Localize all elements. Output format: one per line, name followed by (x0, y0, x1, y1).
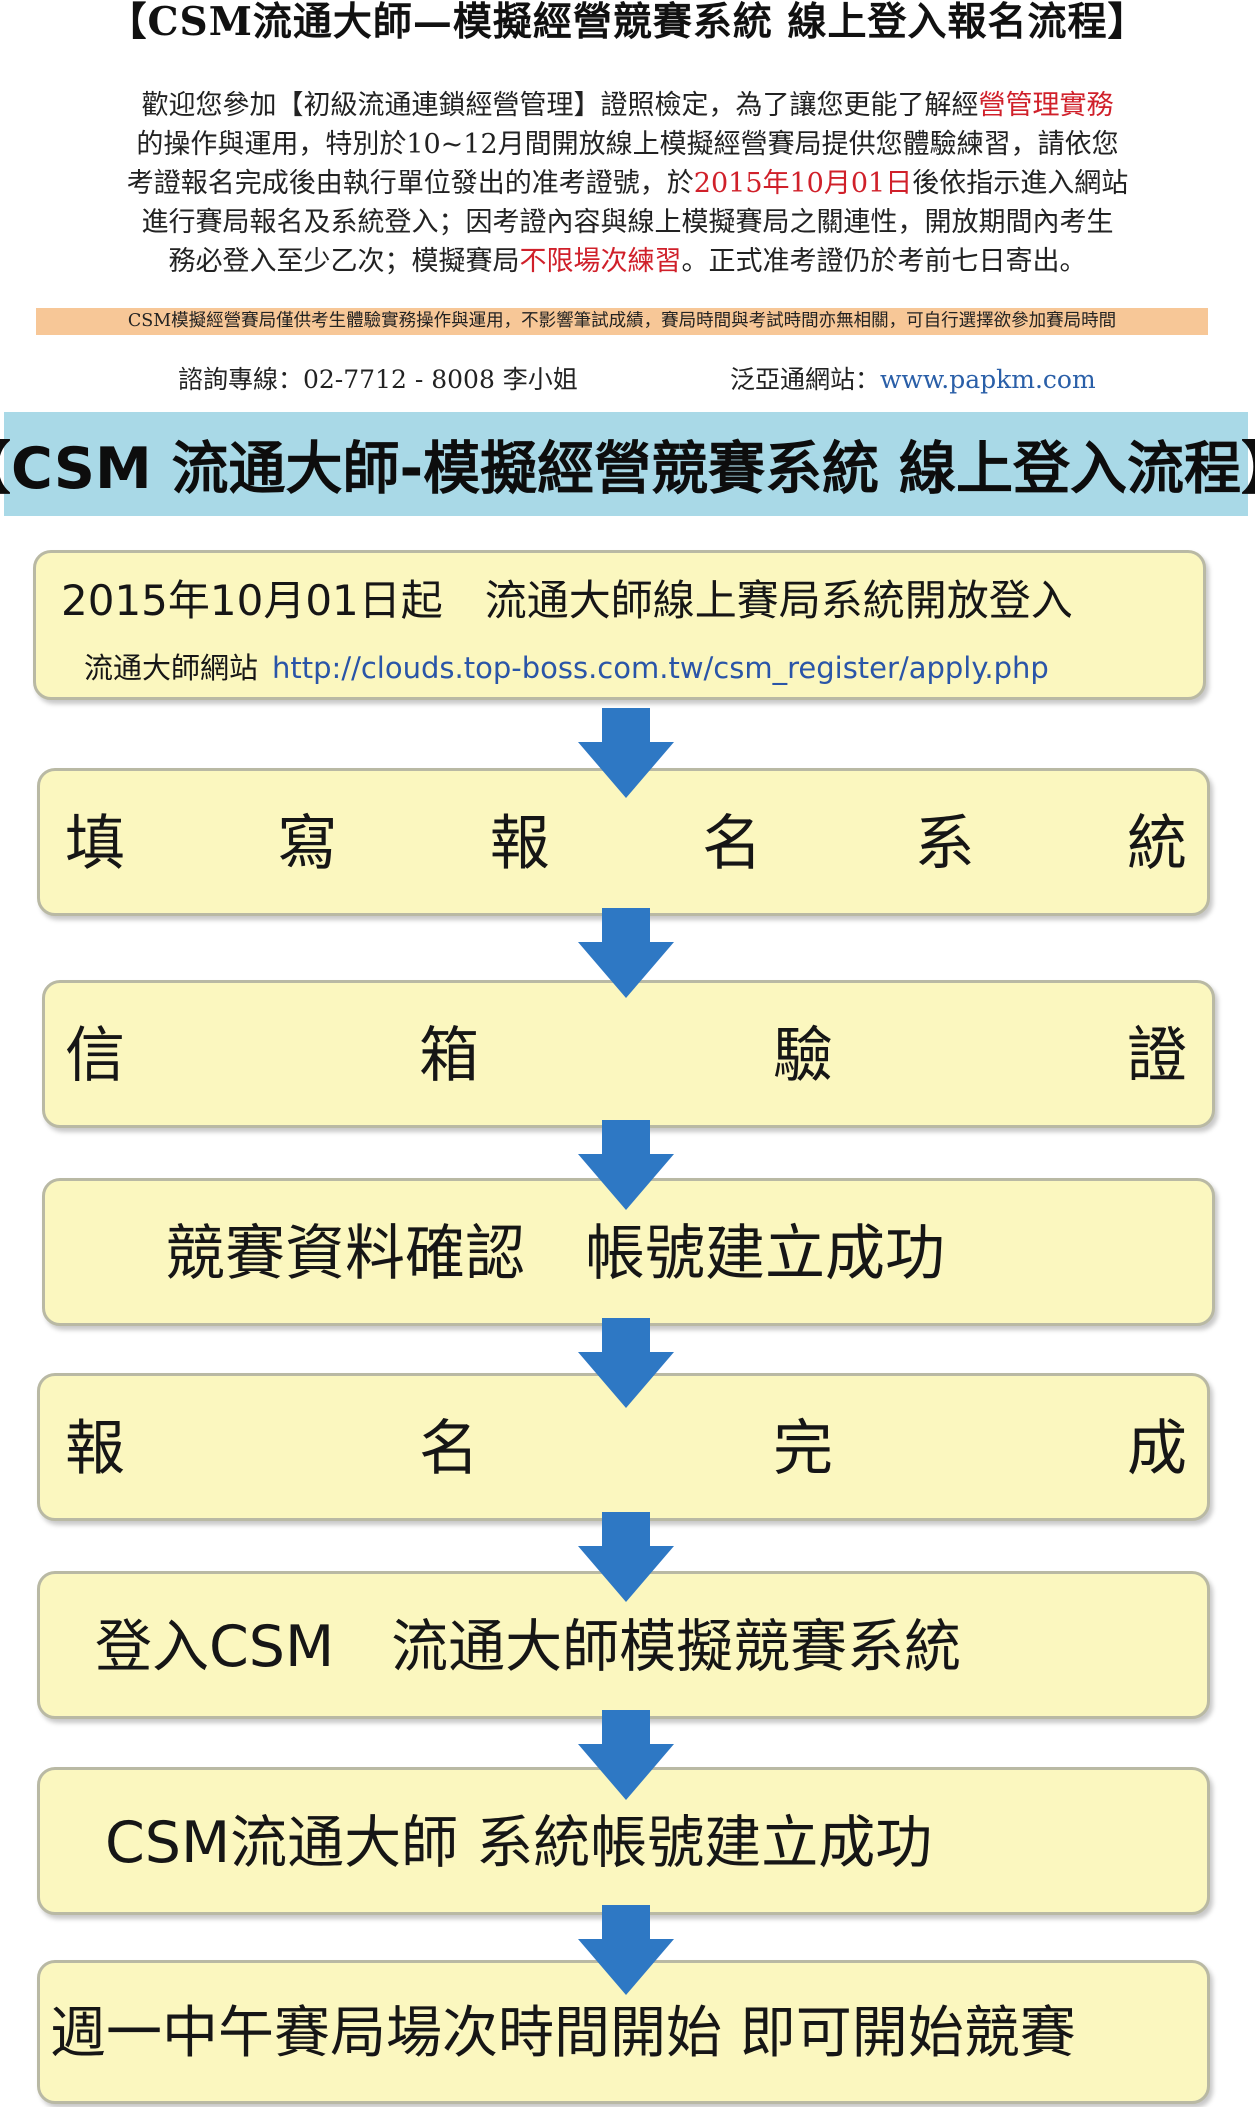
step-system-open: 2015年10月01日起 流通大師線上賽局系統開放登入 流通大師網站 http:/… (33, 550, 1206, 700)
arrow-down-icon (578, 1512, 674, 1602)
arrow-down-icon (578, 1905, 674, 1995)
step-text: 填 寫 報 名 系 統 (65, 809, 1187, 879)
intro-date-highlight: 2015年10月01日 (693, 168, 913, 199)
intro-line-5: 務必登入至少乙次；模擬賽局不限場次練習。正式准考證仍於考前七日寄出。 (90, 242, 1165, 281)
step-char: 完 (773, 1414, 833, 1484)
arrow-down-icon (578, 908, 674, 998)
intro-line-3: 考證報名完成後由執行單位發出的准考證號，於2015年10月01日後依指示進入網站 (90, 164, 1165, 203)
step-char: 報 (65, 1414, 125, 1484)
notice-bar: CSM模擬經營賽局僅供考生體驗實務操作與運用，不影響筆試成績，賽局時間與考試時間… (36, 308, 1208, 335)
flow-title-banner: 【CSM 流通大師-模擬經營競賽系統 線上登入流程】 (0, 412, 1255, 516)
step-char: 寫 (277, 809, 338, 879)
intro-text: 後依指示進入網站 (912, 168, 1129, 199)
step-char: 填 (65, 809, 125, 879)
website-info: 泛亞通網站：www.papkm.com (730, 364, 1096, 396)
step-char: 報 (489, 809, 550, 879)
step-text: CSM流通大師 系統帳號建立成功 (105, 1810, 933, 1876)
arrow-down-icon (578, 1318, 674, 1408)
step-char: 成 (1127, 1414, 1187, 1484)
intro-line-1: 歡迎您參加【初級流通連鎖經營管理】證照檢定，為了讓您更能了解經營管理實務 (90, 86, 1165, 125)
step-char: 名 (702, 809, 763, 879)
step-subtext: 流通大師網站 http://clouds.top-boss.com.tw/csm_… (84, 645, 1049, 687)
intro-highlight: 營管理實務 (978, 90, 1114, 121)
intro-text: 。正式准考證仍於考前七日寄出。 (681, 246, 1087, 277)
step-text: 2015年10月01日起 流通大師線上賽局系統開放登入 (61, 576, 1073, 625)
step-text: 報 名 完 成 (65, 1414, 1187, 1484)
intro-text: 考證報名完成後由執行單位發出的准考證號，於 (126, 168, 694, 199)
contact-hotline: 諮詢專線：02-7712 - 8008 李小姐 (178, 365, 578, 394)
arrow-down-icon (578, 1120, 674, 1210)
intro-paragraph: 歡迎您參加【初級流通連鎖經營管理】證照檢定，為了讓您更能了解經營管理實務 的操作… (90, 86, 1165, 281)
arrow-down-icon (578, 1710, 674, 1800)
intro-highlight: 不限場次練習 (519, 246, 682, 277)
step-char: 箱 (419, 1021, 479, 1091)
step-text: 信 箱 驗 證 (65, 1021, 1187, 1091)
intro-text: 務必登入至少乙次；模擬賽局 (168, 246, 520, 277)
step-char: 驗 (773, 1021, 833, 1091)
register-url-link[interactable]: http://clouds.top-boss.com.tw/csm_regist… (272, 651, 1049, 685)
step-char: 名 (419, 1414, 479, 1484)
intro-line-4: 進行賽局報名及系統登入；因考證內容與線上模擬賽局之關連性，開放期間內考生 (141, 207, 1114, 238)
step-char: 信 (65, 1021, 125, 1091)
step-email-verification: 信 箱 驗 證 (42, 980, 1215, 1128)
site-label: 流通大師網站 (84, 651, 259, 685)
step-char: 統 (1126, 809, 1187, 879)
step-text: 競賽資料確認 帳號建立成功 (165, 1219, 945, 1289)
step-char: 證 (1127, 1021, 1187, 1091)
document-title: 【CSM流通大師—模擬經營競賽系統 線上登入報名流程】 (107, 0, 1148, 45)
website-link[interactable]: www.papkm.com (880, 365, 1096, 394)
step-text: 登入CSM 流通大師模擬競賽系統 (95, 1614, 962, 1680)
arrow-down-icon (578, 708, 674, 798)
website-label: 泛亞通網站： (730, 365, 881, 394)
intro-text: 歡迎您參加【初級流通連鎖經營管理】證照檢定，為了讓您更能了解經 (141, 90, 979, 121)
intro-line-2: 的操作與運用，特別於10~12月間開放線上模擬經營賽局提供您體驗練習，請依您 (136, 129, 1119, 160)
step-char: 系 (914, 809, 975, 879)
step-text: 週一中午賽局場次時間開始 即可開始競賽 (50, 2001, 1076, 2066)
